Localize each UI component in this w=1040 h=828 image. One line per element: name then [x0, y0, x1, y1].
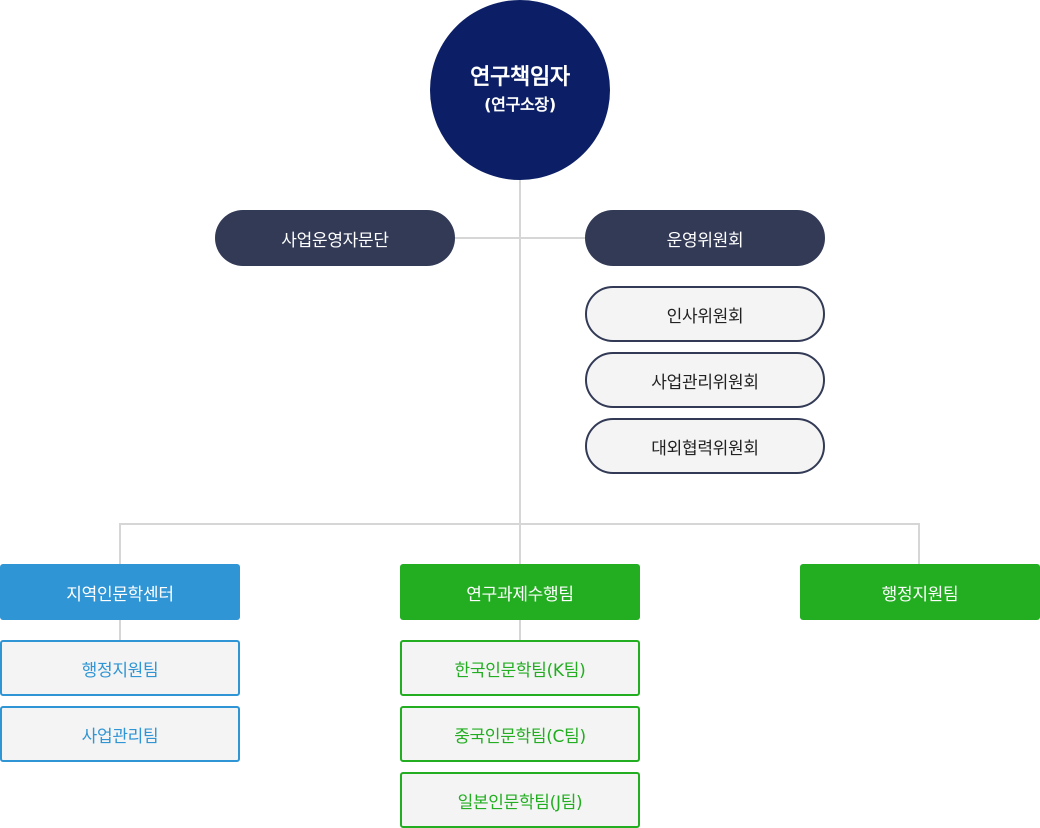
committee-personnel: 인사위원회 — [585, 286, 825, 342]
committee-external-cooperation: 대외협력위원회 — [585, 418, 825, 474]
department-administration-team: 행정지원팀 — [800, 564, 1040, 620]
connector-drop-right — [918, 523, 920, 564]
team-japanese-humanities: 일본인문학팀(J팀) — [400, 772, 640, 828]
root-title: 연구책임자 — [470, 65, 570, 90]
committee-project-management: 사업관리위원회 — [585, 352, 825, 408]
team-korean-humanities: 한국인문학팀(K팀) — [400, 640, 640, 696]
team-admin-support: 행정지원팀 — [0, 640, 240, 696]
team-chinese-humanities: 중국인문학팀(C팀) — [400, 706, 640, 762]
connector-left-teams — [119, 620, 121, 640]
connector-root-trunk — [519, 180, 521, 640]
connector-drop-left — [119, 523, 121, 564]
connector-department-horizontal — [119, 523, 920, 525]
team-project-management: 사업관리팀 — [0, 706, 240, 762]
connector-branch-horizontal — [455, 237, 585, 239]
department-regional-humanities-center: 지역인문학센터 — [0, 564, 240, 620]
root-subtitle: (연구소장) — [484, 95, 556, 114]
department-research-project-team: 연구과제수행팀 — [400, 564, 640, 620]
branch-advisory-group: 사업운영자문단 — [215, 210, 455, 266]
root-node-research-director: 연구책임자 (연구소장) — [430, 0, 610, 180]
branch-steering-committee: 운영위원회 — [585, 210, 825, 266]
